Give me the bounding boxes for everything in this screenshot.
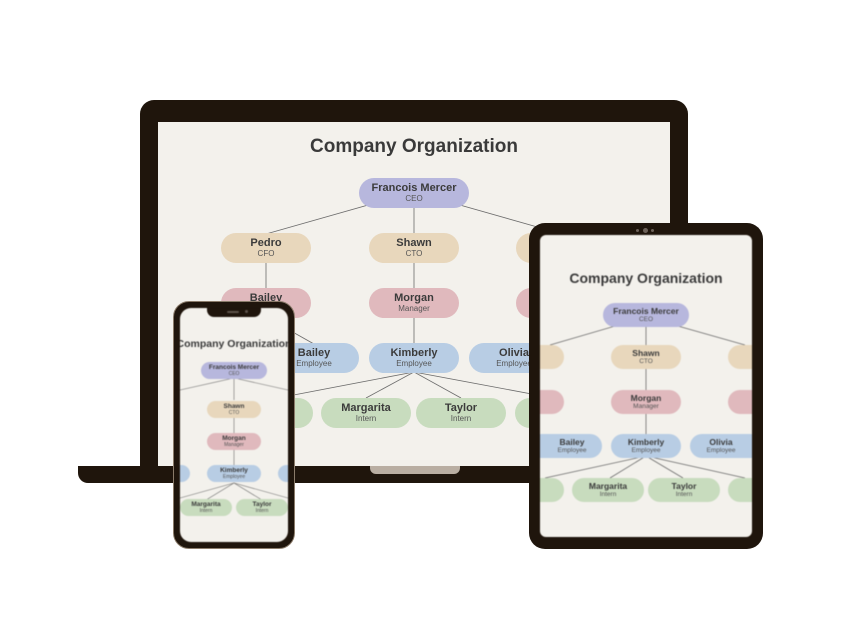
node-name: Margarita — [341, 402, 391, 414]
phone-node-cto[interactable]: Shawn CTO — [207, 401, 261, 418]
node-role: Intern — [355, 414, 377, 423]
phone-device: Company Organization Francois Mercer CEO… — [173, 301, 295, 549]
camera-icon — [245, 310, 248, 313]
node-name: Bailey — [559, 437, 585, 447]
node-role: Manager — [398, 304, 430, 313]
tablet-node-employee-kimberly[interactable]: Kimberly Employee — [611, 434, 681, 458]
node-role: Employee — [496, 359, 532, 368]
phone-page-title: Company Organization — [180, 338, 288, 350]
phone-notch — [207, 308, 261, 317]
tablet-node-intern-partial-left[interactable] — [540, 478, 564, 502]
tablet-node-employee-bailey[interactable]: Bailey Employee — [540, 434, 602, 458]
node-name: Margarita — [588, 481, 628, 491]
phone-node-intern-margarita[interactable]: Margarita Intern — [180, 499, 232, 516]
tablet-page-title: Company Organization — [569, 270, 723, 286]
phone-screen: Company Organization Francois Mercer CEO… — [180, 308, 288, 542]
node-role: Employee — [557, 447, 587, 454]
tablet-node-manager-morgan[interactable]: Morgan Manager — [611, 390, 681, 414]
node-name: Kimberly — [627, 437, 665, 447]
node-role: CTO — [228, 410, 240, 416]
laptop-node-ceo[interactable]: Francois Mercer CEO — [359, 178, 469, 208]
node-name: Francois Mercer — [371, 182, 457, 194]
laptop-trackpad-notch — [370, 466, 460, 474]
node-name: Francois Mercer — [613, 306, 679, 316]
tablet-node-intern-partial-right[interactable] — [728, 478, 752, 502]
laptop-node-intern-margarita[interactable]: Margarita Intern — [321, 398, 411, 428]
node-role: Intern — [675, 491, 693, 498]
node-role: CFO — [257, 249, 275, 258]
node-name: Taylor — [444, 402, 478, 414]
node-role: Intern — [199, 508, 213, 514]
node-name: Morgan — [222, 435, 246, 442]
phone-node-intern-taylor[interactable]: Taylor Intern — [236, 499, 288, 516]
phone-node-manager-morgan[interactable]: Morgan Manager — [207, 433, 261, 450]
node-role: Intern — [599, 491, 617, 498]
tablet-device: Company Organization Francois Mercer CEO… — [529, 223, 763, 549]
node-role: Employee — [222, 474, 246, 480]
laptop-node-cfo[interactable]: Pedro CFO — [221, 233, 311, 263]
node-role: Manager — [224, 442, 244, 448]
tablet-screen: Company Organization Francois Mercer CEO… — [540, 235, 752, 537]
phone-node-ceo[interactable]: Francois Mercer CEO — [201, 362, 267, 379]
node-name: Olivia — [499, 347, 529, 359]
tablet-camera — [636, 228, 656, 233]
node-role: CEO — [228, 371, 240, 377]
phone-node-employee-kimberly[interactable]: Kimberly Employee — [207, 465, 261, 482]
node-role: Employee — [296, 359, 332, 368]
tablet-node-l2-partial-left[interactable] — [540, 390, 564, 414]
node-name: Shawn — [223, 403, 245, 410]
node-name: Pedro — [250, 237, 282, 249]
node-name: Shawn — [632, 348, 660, 358]
tablet-node-employee-olivia[interactable]: Olivia Employee — [690, 434, 752, 458]
node-name: Shawn — [396, 237, 432, 249]
tablet-node-l1-partial-left[interactable] — [540, 345, 564, 369]
tablet-node-ceo[interactable]: Francois Mercer CEO — [603, 303, 689, 327]
tablet-node-l2-partial-right[interactable] — [728, 390, 752, 414]
node-role: Manager — [633, 403, 659, 410]
laptop-node-manager-morgan[interactable]: Morgan Manager — [369, 288, 459, 318]
node-name: Kimberly — [220, 467, 248, 474]
laptop-node-cto[interactable]: Shawn CTO — [369, 233, 459, 263]
node-role: Employee — [396, 359, 432, 368]
node-name: Francois Mercer — [208, 364, 260, 371]
node-name: Morgan — [394, 292, 434, 304]
phone-connector-lines — [180, 377, 288, 501]
node-role: CTO — [405, 249, 423, 258]
node-name: Olivia — [709, 437, 733, 447]
tablet-node-intern-taylor[interactable]: Taylor Intern — [648, 478, 720, 502]
phone-node-emp-partial-right[interactable] — [278, 465, 288, 482]
node-name: Taylor — [252, 501, 272, 508]
node-role: Employee — [631, 447, 661, 454]
node-role: CEO — [405, 194, 423, 203]
tablet-node-cto[interactable]: Shawn CTO — [611, 345, 681, 369]
laptop-node-employee-kimberly[interactable]: Kimberly Employee — [369, 343, 459, 373]
laptop-node-intern-taylor[interactable]: Taylor Intern — [416, 398, 506, 428]
tablet-node-l1-partial-right[interactable] — [728, 345, 752, 369]
phone-node-emp-partial-left[interactable] — [180, 465, 190, 482]
node-name: Kimberly — [390, 347, 438, 359]
node-name: Margarita — [191, 501, 221, 508]
node-name: Taylor — [671, 481, 697, 491]
tablet-node-intern-margarita[interactable]: Margarita Intern — [572, 478, 644, 502]
node-role: Intern — [450, 414, 472, 423]
node-name: Morgan — [630, 393, 662, 403]
speaker-icon — [227, 311, 239, 313]
node-role: Employee — [706, 447, 736, 454]
node-role: CTO — [639, 358, 653, 365]
node-role: Intern — [255, 508, 269, 514]
node-name: Bailey — [297, 347, 331, 359]
laptop-page-title: Company Organization — [310, 136, 518, 157]
node-role: CEO — [638, 316, 654, 323]
